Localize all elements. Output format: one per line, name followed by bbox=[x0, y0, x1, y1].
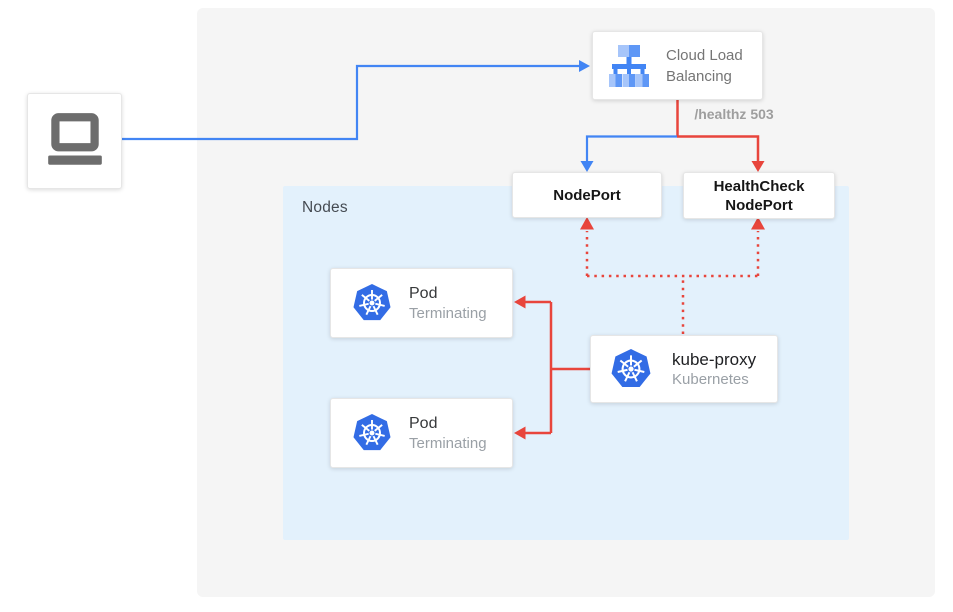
healthz-status-label: /healthz 503 bbox=[694, 106, 774, 122]
pod-box-1: Pod Terminating bbox=[330, 268, 513, 338]
kube-proxy-subtitle: Kubernetes bbox=[672, 370, 749, 388]
kube-proxy-title: kube-proxy bbox=[672, 349, 757, 369]
pod-box-2: Pod Terminating bbox=[330, 398, 513, 468]
pod-title: Pod bbox=[409, 414, 438, 432]
nodeport-label: NodePort bbox=[553, 186, 621, 204]
cloud-load-balancing-label: Cloud Load Balancing bbox=[666, 46, 743, 85]
client-device-box bbox=[27, 93, 122, 189]
cloud-load-balancing-icon bbox=[609, 44, 649, 87]
pod-status: Terminating bbox=[409, 434, 487, 452]
kube-proxy-box: kube-proxy Kubernetes bbox=[590, 335, 778, 403]
kubernetes-icon bbox=[353, 284, 391, 321]
nodeport-box: NodePort bbox=[512, 172, 662, 218]
healthcheck-nodeport-box: HealthCheck NodePort bbox=[683, 172, 835, 219]
laptop-icon bbox=[47, 113, 102, 165]
nodes-label: Nodes bbox=[302, 199, 348, 216]
healthcheck-nodeport-label: HealthCheck NodePort bbox=[713, 177, 805, 214]
cloud-load-balancing-box: Cloud Load Balancing bbox=[592, 31, 763, 100]
pod-title: Pod bbox=[409, 284, 438, 302]
kubernetes-icon bbox=[353, 414, 391, 451]
kubernetes-icon bbox=[611, 349, 651, 387]
pod-status: Terminating bbox=[409, 304, 487, 322]
